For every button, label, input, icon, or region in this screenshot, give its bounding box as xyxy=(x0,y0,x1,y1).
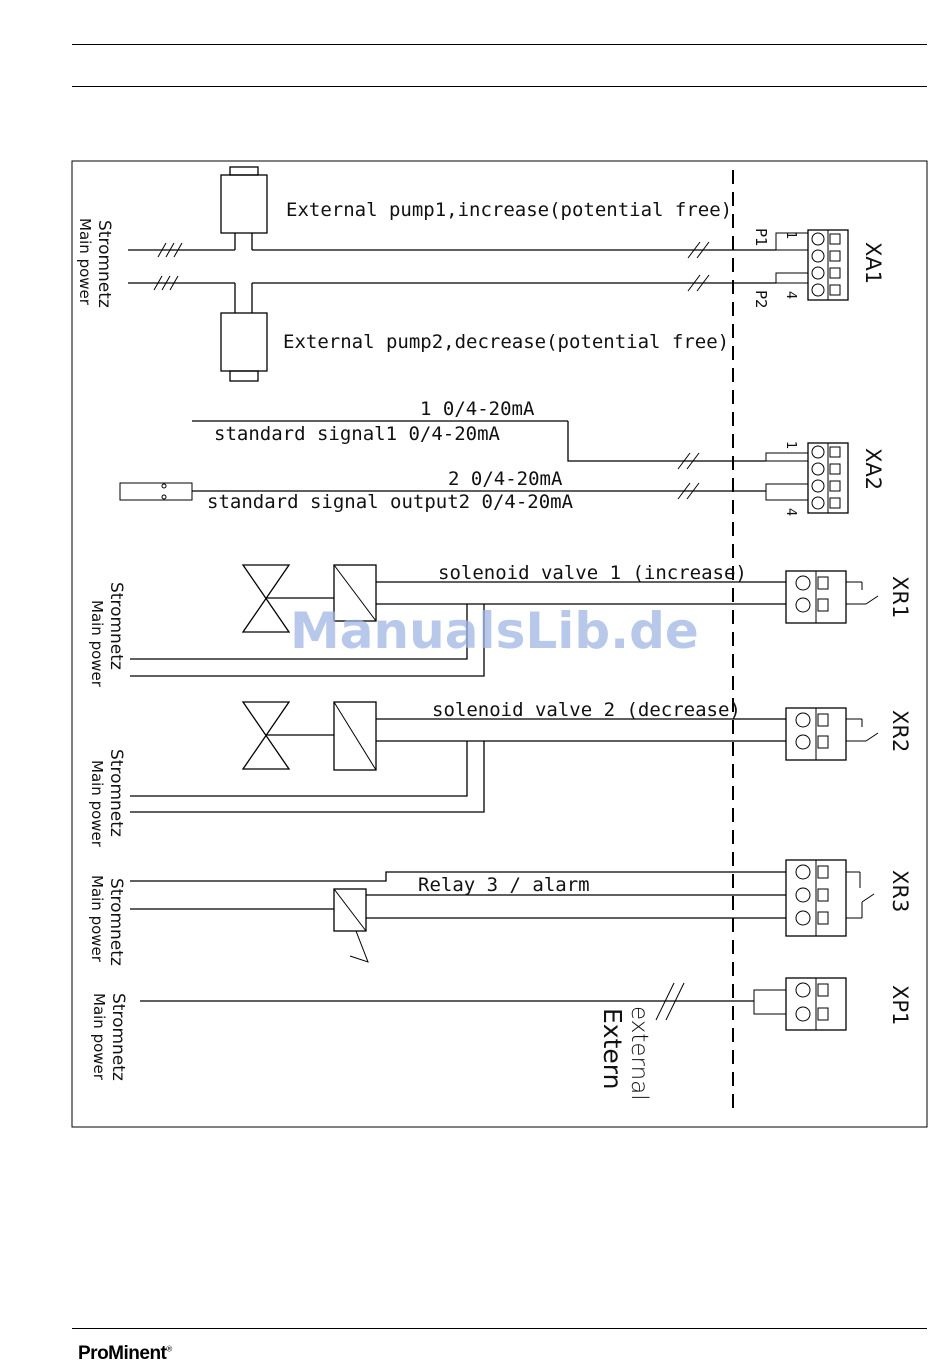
pump1-label: External pump1,increase(potential free) xyxy=(286,199,732,221)
xp1-power xyxy=(140,982,786,1021)
xa1-pin-1: 1 xyxy=(783,231,798,239)
solenoid-valve-2 xyxy=(130,701,786,813)
header-rule-top xyxy=(72,44,927,45)
main-power-label-4: Main power xyxy=(88,875,106,963)
xr3-label: XR3 xyxy=(888,870,912,912)
watermark: ManualsLib.de xyxy=(290,602,699,660)
signal2-bottom-label: standard signal output2 0/4-20mA xyxy=(207,491,574,513)
prominent-logo: ProMinent® xyxy=(78,1343,172,1365)
terminal-xr2 xyxy=(785,707,879,761)
stromnetz-label-2: Stromnetz xyxy=(106,582,126,670)
pump2-label: External pump2,decrease(potential free) xyxy=(283,331,729,353)
main-power-label-1: Main power xyxy=(76,218,94,306)
stromnetz-label-3: Stromnetz xyxy=(106,749,126,837)
xa2-pin-1: 1 xyxy=(783,441,798,449)
relay-3-alarm xyxy=(130,871,786,963)
xa2-pin-4: 4 xyxy=(783,508,798,516)
xr1-label: XR1 xyxy=(888,576,912,618)
xa1-pin-4: 4 xyxy=(783,291,798,299)
pump-section xyxy=(128,166,808,382)
stromnetz-label-5: Stromnetz xyxy=(108,993,128,1081)
terminal-xa1 xyxy=(807,229,849,301)
main-power-label-2: Main power xyxy=(88,600,106,688)
valve1-label: solenoid valve 1 (increase) xyxy=(438,562,747,584)
solenoid-valve-1 xyxy=(130,564,786,677)
signal1-top-label: 1 0/4-20mA xyxy=(420,398,535,420)
xa1-label: XA1 xyxy=(861,242,885,284)
pump2-symbol xyxy=(220,312,268,372)
xa2-label: XA2 xyxy=(861,448,885,490)
stromnetz-label-1: Stromnetz xyxy=(94,220,114,308)
signal1-bottom-label: standard signal1 0/4-20mA xyxy=(214,423,501,445)
diagram-frame xyxy=(71,160,928,1128)
terminal-xp1 xyxy=(785,977,847,1031)
xp1-label: XP1 xyxy=(888,985,912,1025)
p2-label: P2 xyxy=(752,290,770,309)
xr2-label: XR2 xyxy=(888,710,912,752)
p1-label: P1 xyxy=(752,228,770,247)
terminal-xa2 xyxy=(807,442,849,514)
stromnetz-label-4: Stromnetz xyxy=(106,878,126,966)
relay3-label: Relay 3 / alarm xyxy=(418,874,590,896)
pump1-symbol xyxy=(220,174,268,234)
footer-rule xyxy=(72,1328,927,1329)
valve2-label: solenoid valve 2 (decrease) xyxy=(432,699,741,721)
main-power-label-5: Main power xyxy=(90,993,108,1081)
header-rule-bottom xyxy=(72,86,927,87)
logo-registered-mark: ® xyxy=(166,1344,172,1354)
extern-label: Extern xyxy=(598,1008,627,1089)
terminal-xr1 xyxy=(785,570,879,624)
external-label: external xyxy=(626,1006,652,1101)
logo-brand: ProMinent xyxy=(78,1343,167,1364)
signal2-top-label: 2 0/4-20mA xyxy=(448,468,563,490)
signal-section xyxy=(119,420,808,501)
terminal-xr3 xyxy=(785,859,875,937)
main-power-label-3: Main power xyxy=(88,760,106,848)
